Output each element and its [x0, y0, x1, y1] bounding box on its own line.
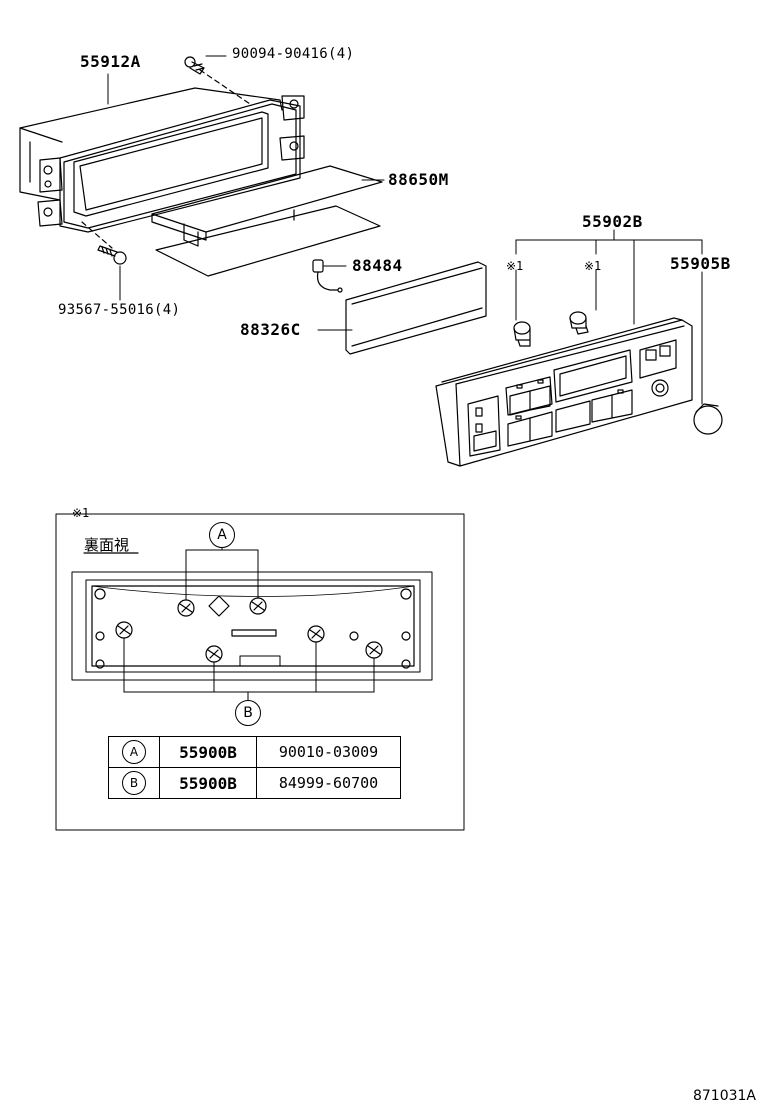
cover-88326c [345, 261, 487, 355]
label-88484: 88484 [352, 256, 403, 275]
letter-b-badge: B [122, 771, 146, 795]
leader-lines [107, 55, 703, 405]
socket-b1-icon [115, 621, 133, 639]
screw-93567-icon [97, 245, 127, 265]
socket-a-right-icon [249, 597, 267, 615]
table-cell-number: 90010-03009 [256, 736, 401, 768]
note-bulb-left: ※1 [506, 259, 524, 273]
control-panel-55902b [435, 317, 693, 467]
inset-note: ※1 [72, 506, 90, 520]
plate-88650m [151, 165, 383, 277]
callout-a: A [209, 522, 235, 548]
inset-title: 裏面視 [84, 536, 130, 554]
table-cell-part: 55900B [159, 767, 257, 799]
table-row: A 55900B 90010-03009 [108, 736, 401, 768]
socket-b4-icon [365, 641, 383, 659]
note-bulb-right: ※1 [584, 259, 602, 273]
label-88326c: 88326C [240, 320, 301, 339]
socket-b3-icon [307, 625, 325, 643]
label-90094-90416: 90094-90416(4) [232, 46, 355, 62]
socket-a-left-icon [177, 599, 195, 617]
table-cell-letter: A [108, 736, 160, 768]
socket-b2-icon [205, 645, 223, 663]
bulb-right-icon [569, 311, 589, 335]
label-93567-55016: 93567-55016(4) [58, 302, 181, 318]
table-cell-letter: B [108, 767, 160, 799]
table-row: B 55900B 84999-60700 [108, 767, 401, 799]
bracket-55912a [19, 69, 305, 249]
knob-55905b-icon [693, 403, 723, 435]
label-55905b: 55905B [670, 254, 731, 273]
callout-b: B [235, 700, 261, 726]
letter-a-badge: A [122, 740, 146, 764]
reference-table: A 55900B 90010-03009 B 55900B 84999-6070… [108, 736, 401, 799]
table-cell-part: 55900B [159, 736, 257, 768]
inset-rear-view [55, 513, 465, 831]
label-55912a: 55912A [80, 52, 141, 71]
table-cell-number: 84999-60700 [256, 767, 401, 799]
label-55902b: 55902B [582, 212, 643, 231]
label-88650m: 88650M [388, 170, 449, 189]
screw-90094-icon [184, 56, 205, 75]
diagram-id: 871031A [692, 1088, 756, 1104]
bulb-left-icon [513, 321, 531, 347]
sensor-88484-icon [312, 259, 343, 293]
